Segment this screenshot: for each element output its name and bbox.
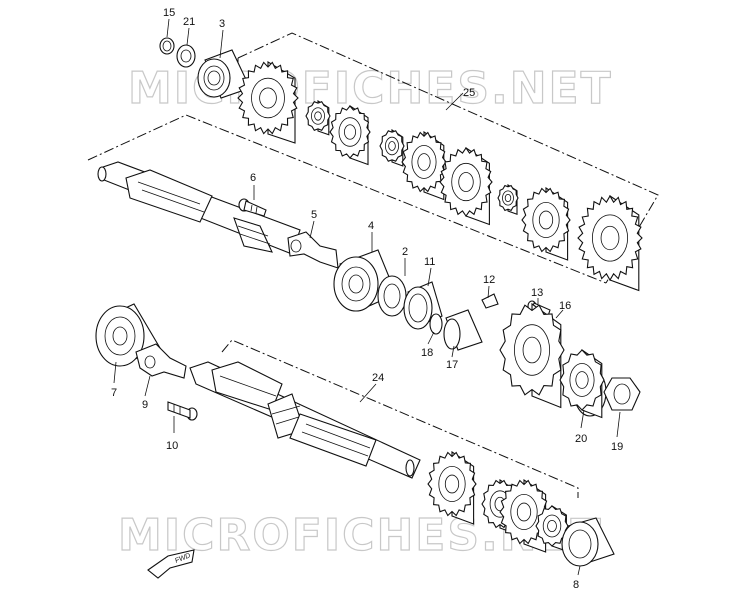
part-number-20: 20 [575, 433, 587, 445]
gear-upper-4 [379, 128, 405, 167]
bearing-3 [197, 49, 251, 99]
gear-upper-9 [577, 194, 643, 292]
gear-upper-2 [305, 100, 331, 136]
mainshaft-24 [189, 361, 421, 479]
gear-lower-1 [427, 450, 477, 525]
gear-upper-8 [521, 186, 571, 261]
part-number-12: 12 [483, 274, 495, 286]
part-number-19: 19 [611, 441, 623, 453]
part-number-5: 5 [311, 209, 317, 221]
part-number-7: 7 [111, 387, 117, 399]
nut-19 [603, 377, 641, 411]
gear-upper-7 [497, 183, 519, 216]
retainer-plate-5 [287, 231, 339, 269]
leader-lines [113, 18, 621, 576]
mainshaft-gear-set [427, 450, 569, 553]
part-number-9: 9 [142, 399, 148, 411]
countershaft-gear-set [237, 61, 643, 292]
gear-upper-1 [237, 61, 299, 144]
part-number-24: 24 [372, 372, 384, 384]
part-number-25: 25 [463, 87, 475, 99]
washer-21 [176, 44, 196, 68]
lock-washer-12 [481, 293, 499, 309]
group-outline-shaft [87, 114, 607, 284]
engine-sprocket-16 [499, 302, 605, 419]
part-number-16: 16 [559, 300, 571, 312]
retainer-9 [135, 343, 187, 379]
screw-10 [167, 401, 198, 421]
gear-upper-5 [401, 130, 447, 201]
part-number-2: 2 [402, 246, 408, 258]
circlip-15 [159, 37, 175, 55]
gear-lower-4 [535, 505, 569, 552]
group-outline-24 [221, 339, 579, 498]
drive-chain-guide [559, 348, 605, 419]
gear-upper-3 [329, 104, 371, 166]
part-number-11: 11 [424, 256, 435, 268]
fwd-arrow-icon: FWD [147, 549, 195, 579]
part-number-15: 15 [163, 7, 175, 19]
sprocket-16-teeth [499, 302, 565, 409]
part-number-13: 13 [531, 287, 543, 299]
bearing-8 [561, 517, 615, 567]
part-number-18: 18 [421, 347, 433, 359]
part-number-3: 3 [219, 18, 225, 30]
part-number-8: 8 [573, 579, 579, 591]
spacer-17 [443, 309, 483, 351]
part-number-10: 10 [166, 440, 178, 452]
washer-2 [377, 275, 407, 317]
part-number-21: 21 [183, 16, 195, 28]
o-ring-18 [429, 313, 443, 335]
gear-upper-6 [439, 146, 493, 226]
oil-seal-11 [403, 281, 443, 330]
part-number-6: 6 [250, 172, 256, 184]
bolt-6 [238, 198, 267, 217]
part-number-4: 4 [368, 220, 374, 232]
driveshaft [97, 161, 301, 255]
part-number-17: 17 [446, 359, 458, 371]
